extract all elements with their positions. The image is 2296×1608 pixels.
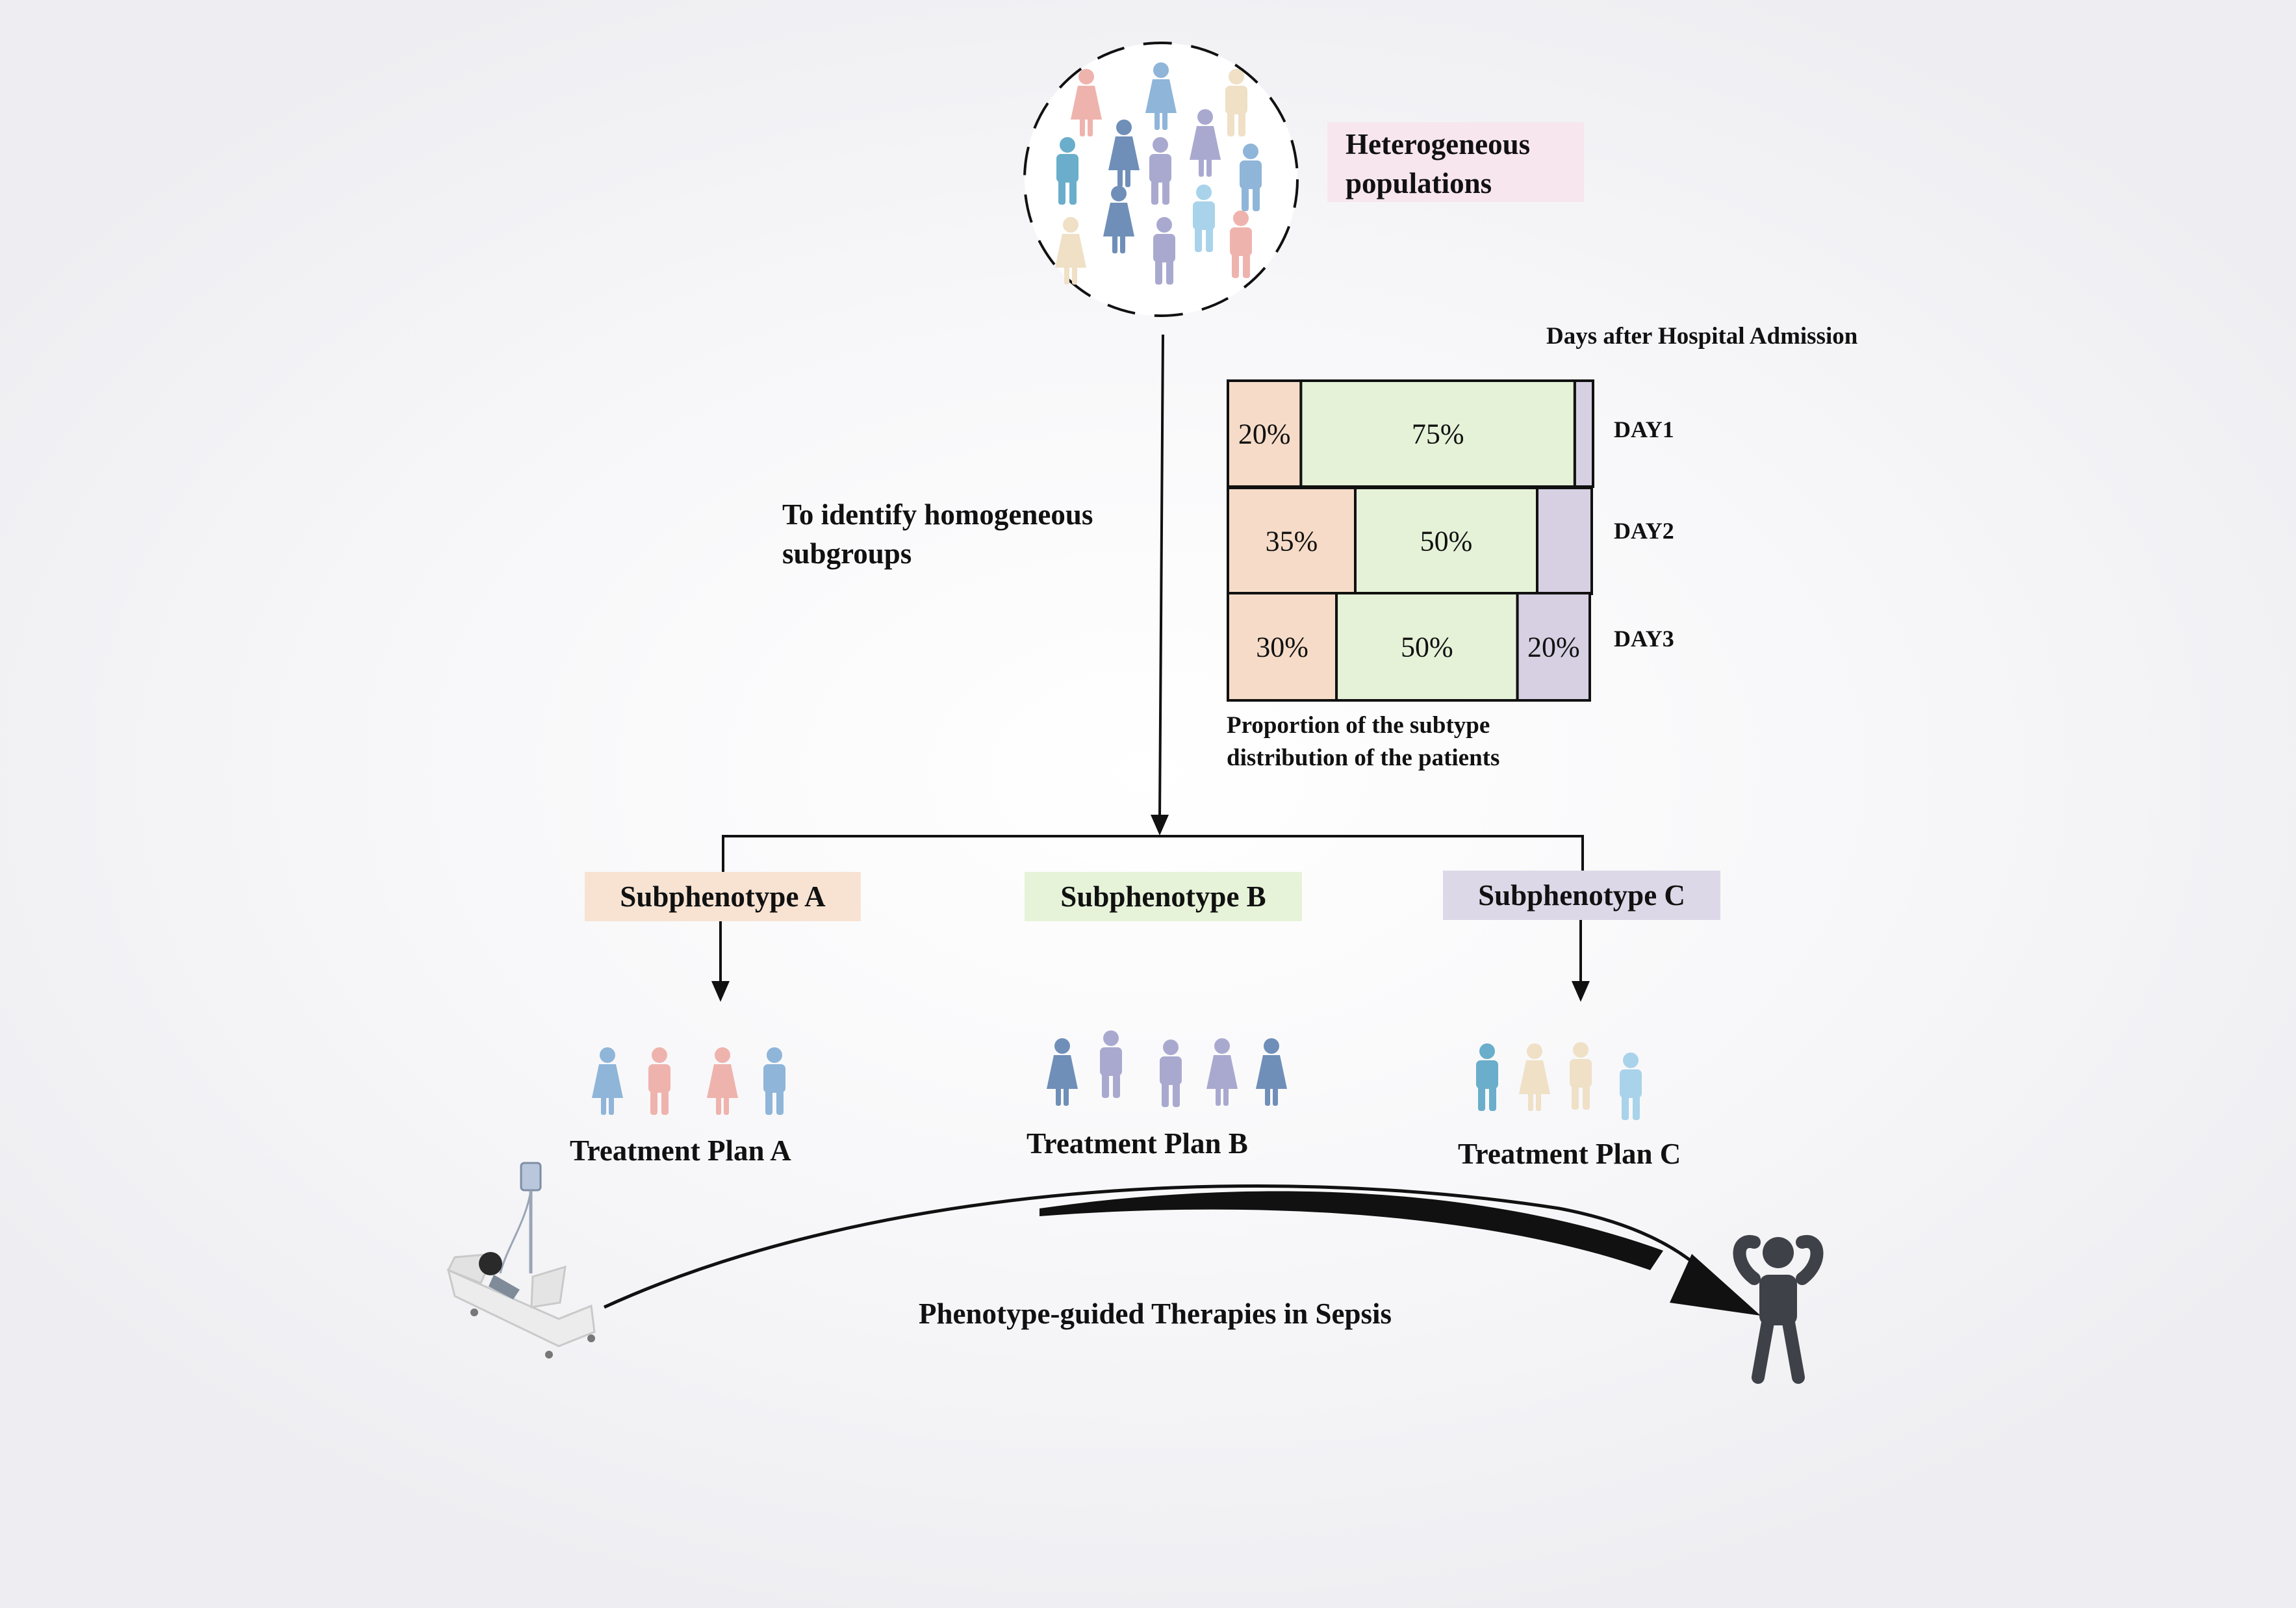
person-icon — [707, 1047, 738, 1115]
arrow-icon — [1151, 815, 1169, 836]
identify-line1: To identify homogeneous — [782, 498, 1093, 531]
recovered-person-icon — [1733, 1235, 1824, 1384]
person-icon — [1047, 1038, 1078, 1106]
caption-line2: distribution of the patients — [1227, 745, 1500, 771]
segment-value-label: 35% — [1266, 526, 1318, 557]
person-icon — [1100, 1030, 1122, 1098]
segment-value-label: 50% — [1401, 632, 1453, 663]
person-icon — [1206, 1038, 1238, 1106]
segment-value-label: 20% — [1238, 418, 1291, 450]
group-c-people — [1476, 1042, 1642, 1120]
day-label: DAY2 — [1614, 518, 1674, 544]
person-icon — [763, 1047, 785, 1115]
person-icon — [1620, 1053, 1642, 1120]
therapy-label: Phenotype-guided Therapies in Sepsis — [919, 1297, 1392, 1330]
bar-segment-a — [1227, 487, 1357, 595]
person-icon — [1519, 1043, 1550, 1111]
caption-line1: Proportion of the subtype — [1227, 712, 1490, 739]
person-icon — [648, 1047, 670, 1115]
segment-value-label: 20% — [1527, 632, 1580, 663]
bar-segment-c — [1573, 379, 1594, 488]
segment-value-label: 75% — [1412, 418, 1464, 450]
therapy-arrow — [603, 1184, 1761, 1316]
group-a-people — [592, 1047, 785, 1115]
person-icon — [1256, 1038, 1287, 1106]
subphenotype-a-label: Subphenotype A — [585, 872, 861, 921]
person-icon — [1476, 1043, 1498, 1111]
subphenotype-c-label: Subphenotype C — [1443, 871, 1720, 920]
identify-step-label: To identify homogeneous subgroups — [782, 495, 1093, 573]
distribution-title: Days after Hospital Admission — [1546, 323, 1858, 350]
segment-value-label: 30% — [1256, 632, 1308, 663]
branch-connector — [719, 835, 1584, 984]
subphenotype-b-label: Subphenotype B — [1025, 872, 1302, 921]
person-icon — [592, 1047, 623, 1115]
identify-line2: subgroups — [782, 537, 912, 570]
group-b-people — [1047, 1030, 1287, 1107]
treatment-plan-c: Treatment Plan C — [1458, 1138, 1681, 1170]
treatment-plan-a: Treatment Plan A — [570, 1134, 791, 1167]
segment-value-label: 50% — [1420, 526, 1473, 557]
bar-segment-c — [1516, 592, 1592, 702]
distribution-caption: Proportion of the subtype distribution o… — [1227, 709, 1499, 774]
day-label: DAY3 — [1614, 626, 1674, 652]
bar-segment-a — [1227, 592, 1338, 702]
day-label: DAY1 — [1614, 416, 1674, 442]
arrow-icon — [1572, 981, 1590, 1002]
person-icon — [1570, 1042, 1592, 1110]
patient-in-bed-icon — [446, 1162, 596, 1359]
person-icon — [1160, 1040, 1182, 1107]
population-label-line1: Heterogeneous — [1346, 128, 1531, 160]
subtype-distribution-chart: 20% 75% 35% 50% 30% 50% 20% — [1227, 379, 1594, 702]
population-label: Heterogeneous populations — [1327, 122, 1584, 202]
arrow-icon — [711, 981, 730, 1002]
population-label-line2: populations — [1346, 167, 1492, 199]
arrow-icon — [1670, 1254, 1761, 1316]
bar-segment-b — [1335, 592, 1519, 702]
bar-segment-c — [1536, 487, 1593, 595]
flow-arrow-main — [1151, 334, 1169, 836]
bar-segment-b — [1299, 379, 1576, 488]
treatment-plan-b: Treatment Plan B — [1027, 1127, 1248, 1160]
